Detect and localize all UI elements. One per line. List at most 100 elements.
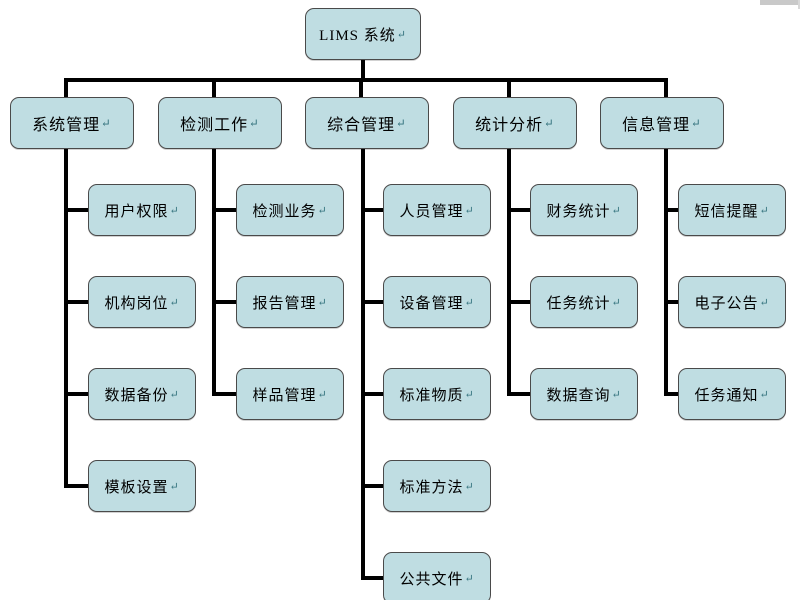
leaf-node-1-3-label: 数据备份 bbox=[104, 387, 169, 404]
leaf-node-5-2-label: 电子公告 bbox=[694, 295, 759, 312]
child-trunk-line-2 bbox=[212, 149, 216, 396]
leaf-node-4-3[interactable]: 数据查询↵ bbox=[530, 368, 638, 420]
leaf-node-3-3-label: 标准物质 bbox=[399, 387, 464, 404]
child-stub-line-4-1 bbox=[507, 208, 532, 212]
child-stub-line-3-3 bbox=[361, 392, 385, 396]
child-trunk-line-5 bbox=[664, 149, 668, 396]
return-mark-icon: ↵ bbox=[759, 388, 770, 401]
branch-node-2-label: 检测工作 bbox=[180, 117, 249, 134]
leaf-node-1-4-label: 模板设置 bbox=[104, 479, 169, 496]
branch-node-5[interactable]: 信息管理↵ bbox=[600, 97, 724, 149]
leaf-node-2-3[interactable]: 样品管理↵ bbox=[236, 368, 344, 420]
leaf-node-2-1-label: 检测业务 bbox=[252, 203, 317, 220]
child-stub-line-4-3 bbox=[507, 392, 532, 396]
branch-node-3[interactable]: 综合管理↵ bbox=[305, 97, 429, 149]
child-stub-line-3-2 bbox=[361, 300, 385, 304]
leaf-node-5-3-label: 任务通知 bbox=[694, 387, 759, 404]
leaf-node-3-5-label: 公共文件 bbox=[399, 571, 464, 588]
leaf-node-3-1[interactable]: 人员管理↵ bbox=[383, 184, 491, 236]
leaf-node-3-4-label: 标准方法 bbox=[399, 479, 464, 496]
child-stub-line-3-5 bbox=[361, 576, 385, 580]
leaf-node-2-2-label: 报告管理 bbox=[252, 295, 317, 312]
leaf-node-5-1-label: 短信提醒 bbox=[694, 203, 759, 220]
root-node-label: LIMS 系统 bbox=[319, 27, 396, 44]
branch-drop-line-1 bbox=[64, 78, 68, 99]
branch-bus-line bbox=[66, 78, 666, 82]
return-mark-icon: ↵ bbox=[691, 118, 702, 130]
return-mark-icon: ↵ bbox=[464, 296, 475, 309]
leaf-node-1-3[interactable]: 数据备份↵ bbox=[88, 368, 196, 420]
child-stub-line-5-3 bbox=[664, 392, 680, 396]
branch-node-1-label: 系统管理 bbox=[32, 117, 101, 134]
branch-node-2[interactable]: 检测工作↵ bbox=[158, 97, 282, 149]
leaf-node-5-3[interactable]: 任务通知↵ bbox=[678, 368, 786, 420]
leaf-node-4-1-label: 财务统计 bbox=[546, 203, 611, 220]
branch-drop-line-2 bbox=[212, 78, 216, 99]
child-stub-line-3-4 bbox=[361, 484, 385, 488]
branch-node-3-label: 综合管理 bbox=[327, 117, 396, 134]
return-mark-icon: ↵ bbox=[464, 572, 475, 585]
branch-drop-line-3 bbox=[359, 78, 363, 99]
leaf-node-1-2-label: 机构岗位 bbox=[104, 295, 169, 312]
return-mark-icon: ↵ bbox=[101, 118, 112, 130]
child-stub-line-5-2 bbox=[664, 300, 680, 304]
child-stub-line-4-2 bbox=[507, 300, 532, 304]
return-mark-icon: ↵ bbox=[464, 480, 475, 493]
child-trunk-line-3 bbox=[361, 149, 365, 580]
child-stub-line-3-1 bbox=[361, 208, 385, 212]
leaf-node-1-2[interactable]: 机构岗位↵ bbox=[88, 276, 196, 328]
child-stub-line-5-1 bbox=[664, 208, 680, 212]
leaf-node-2-1[interactable]: 检测业务↵ bbox=[236, 184, 344, 236]
child-stub-line-2-1 bbox=[212, 208, 238, 212]
leaf-node-1-1[interactable]: 用户权限↵ bbox=[88, 184, 196, 236]
leaf-node-4-2[interactable]: 任务统计↵ bbox=[530, 276, 638, 328]
child-stub-line-1-2 bbox=[64, 300, 90, 304]
return-mark-icon: ↵ bbox=[317, 204, 328, 217]
leaf-node-5-1[interactable]: 短信提醒↵ bbox=[678, 184, 786, 236]
scan-edge-artifact bbox=[760, 0, 800, 5]
branch-drop-line-4 bbox=[507, 78, 511, 99]
child-stub-line-2-3 bbox=[212, 392, 238, 396]
root-stem-line bbox=[361, 60, 365, 82]
leaf-node-5-2[interactable]: 电子公告↵ bbox=[678, 276, 786, 328]
leaf-node-3-2[interactable]: 设备管理↵ bbox=[383, 276, 491, 328]
return-mark-icon: ↵ bbox=[759, 296, 770, 309]
leaf-node-4-3-label: 数据查询 bbox=[546, 387, 611, 404]
branch-node-1[interactable]: 系统管理↵ bbox=[10, 97, 134, 149]
leaf-node-3-1-label: 人员管理 bbox=[399, 203, 464, 220]
leaf-node-3-5[interactable]: 公共文件↵ bbox=[383, 552, 491, 600]
return-mark-icon: ↵ bbox=[464, 388, 475, 401]
branch-node-4-label: 统计分析 bbox=[475, 117, 544, 134]
child-stub-line-2-2 bbox=[212, 300, 238, 304]
return-mark-icon: ↵ bbox=[611, 296, 622, 309]
child-stub-line-1-3 bbox=[64, 392, 90, 396]
return-mark-icon: ↵ bbox=[317, 296, 328, 309]
return-mark-icon: ↵ bbox=[169, 296, 180, 309]
leaf-node-1-4[interactable]: 模板设置↵ bbox=[88, 460, 196, 512]
leaf-node-3-2-label: 设备管理 bbox=[399, 295, 464, 312]
root-node-lims-system[interactable]: LIMS 系统↵ bbox=[305, 8, 421, 60]
branch-node-4[interactable]: 统计分析↵ bbox=[453, 97, 577, 149]
return-mark-icon: ↵ bbox=[464, 204, 475, 217]
child-trunk-line-1 bbox=[64, 149, 68, 488]
branch-node-5-label: 信息管理 bbox=[622, 117, 691, 134]
child-trunk-line-4 bbox=[507, 149, 511, 396]
return-mark-icon: ↵ bbox=[169, 480, 180, 493]
return-mark-icon: ↵ bbox=[544, 118, 555, 130]
branch-drop-line-5 bbox=[664, 78, 668, 99]
return-mark-icon: ↵ bbox=[396, 28, 407, 41]
return-mark-icon: ↵ bbox=[759, 204, 770, 217]
child-stub-line-1-1 bbox=[64, 208, 90, 212]
scan-edge-artifact-vertical bbox=[798, 0, 800, 9]
return-mark-icon: ↵ bbox=[611, 388, 622, 401]
return-mark-icon: ↵ bbox=[169, 388, 180, 401]
leaf-node-1-1-label: 用户权限 bbox=[104, 203, 169, 220]
leaf-node-3-4[interactable]: 标准方法↵ bbox=[383, 460, 491, 512]
return-mark-icon: ↵ bbox=[249, 118, 260, 130]
leaf-node-4-1[interactable]: 财务统计↵ bbox=[530, 184, 638, 236]
leaf-node-2-2[interactable]: 报告管理↵ bbox=[236, 276, 344, 328]
return-mark-icon: ↵ bbox=[396, 118, 407, 130]
leaf-node-3-3[interactable]: 标准物质↵ bbox=[383, 368, 491, 420]
return-mark-icon: ↵ bbox=[169, 204, 180, 217]
